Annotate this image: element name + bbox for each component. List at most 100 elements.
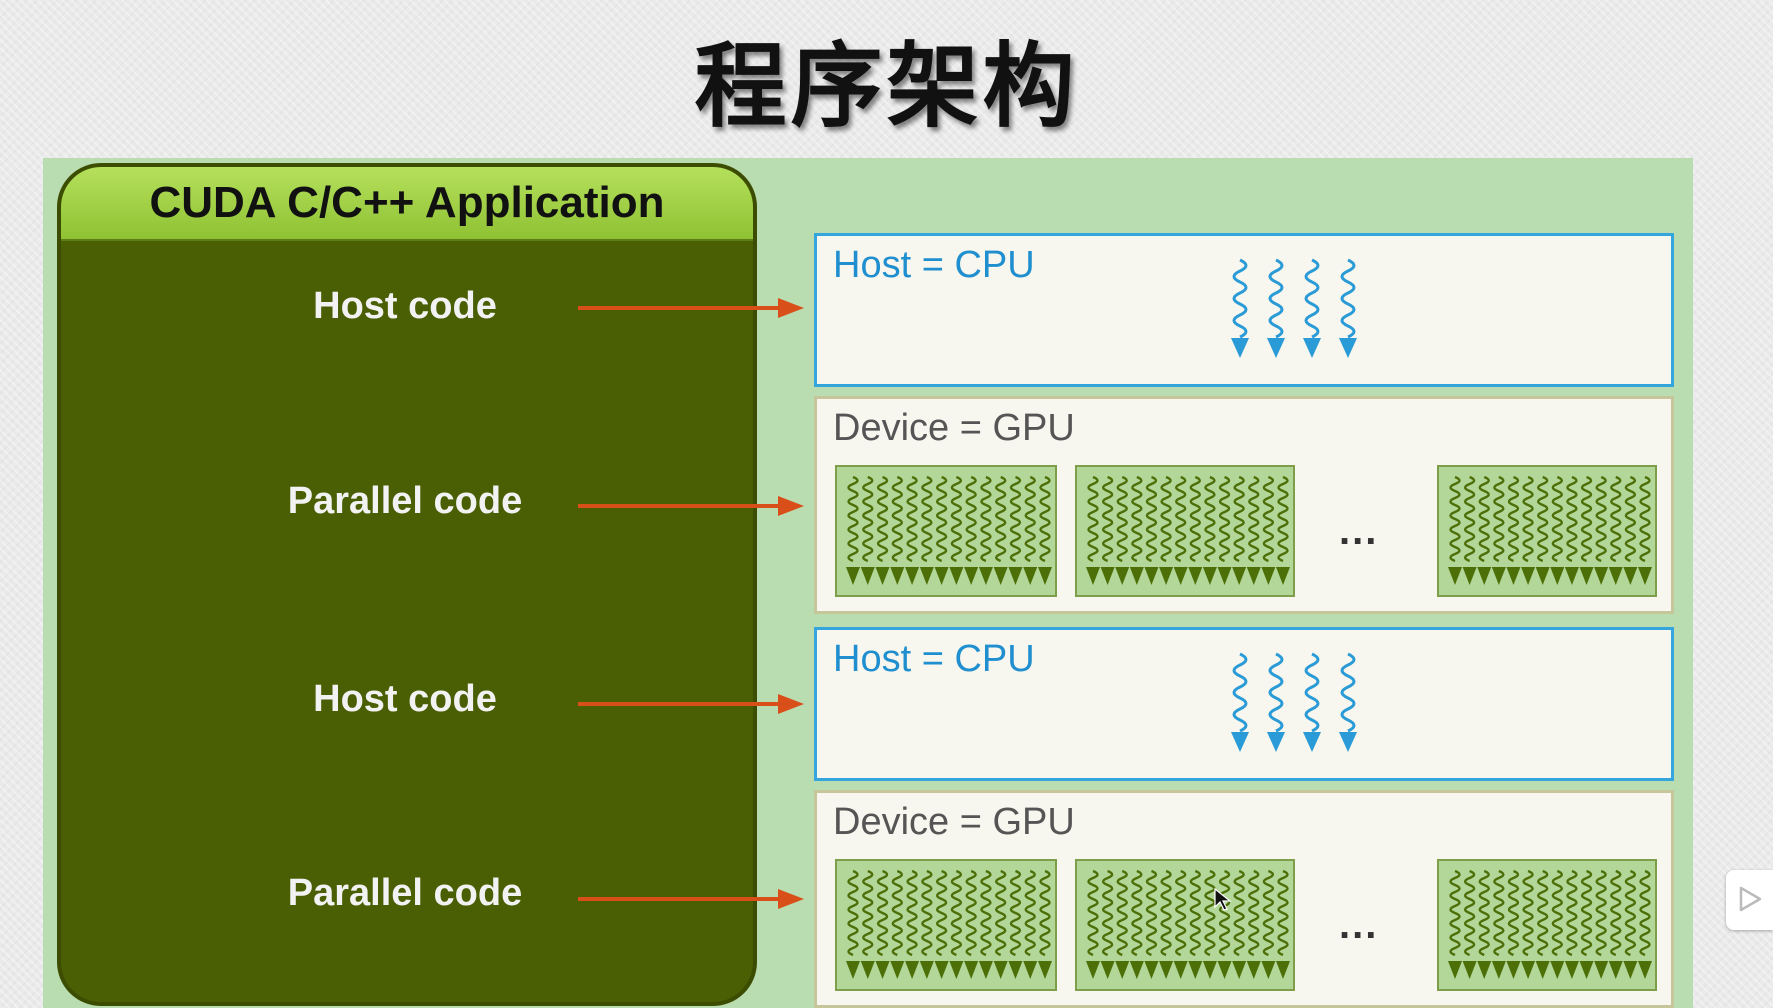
cpu-threads-icon (1231, 652, 1357, 752)
gpu-thread-squiggle (1218, 475, 1231, 563)
parallel-code-label: Parallel code (287, 480, 523, 522)
gpu-thread-arrowhead (1638, 567, 1652, 585)
gpu-thread-arrowhead (1008, 961, 1023, 979)
gpu-thread-squiggle (1580, 869, 1593, 957)
gpu-thread-squiggle (1493, 475, 1505, 563)
gpu-thread-arrowhead (1129, 567, 1144, 585)
gpu-thread-arrowhead (1638, 961, 1652, 979)
gpu-thread-arrowhead (1521, 567, 1536, 585)
more-blocks-ellipsis: ... (1339, 903, 1379, 947)
gpu-thread-squiggle (1449, 869, 1461, 957)
host-code-label: Host code (313, 678, 497, 720)
thread-squiggle (1340, 258, 1356, 339)
gpu-thread-squiggle (1463, 869, 1476, 957)
gpu-thread-block-icon (1437, 465, 1657, 597)
gpu-thread-squiggle (1595, 475, 1607, 563)
gpu-thread-arrowhead (1217, 567, 1232, 585)
gpu-thread-squiggle (1218, 869, 1231, 957)
gpu-thread-arrowhead (1023, 567, 1038, 585)
gpu-thread-squiggle (1566, 869, 1578, 957)
gpu-thread-squiggle (1551, 475, 1563, 563)
gpu-thread-arrowhead (1115, 567, 1130, 585)
gpu-thread-arrowhead (875, 961, 890, 979)
gpu-thread-squiggle (1039, 475, 1051, 563)
gpu-thread-squiggle (1233, 475, 1245, 563)
gpu-thread-arrowhead (1477, 961, 1492, 979)
gpu-thread-arrowhead (1276, 567, 1290, 585)
gpu-thread-arrowhead (1608, 567, 1623, 585)
gpu-thread-arrowhead (1023, 961, 1038, 979)
gpu-thread-arrowhead (1535, 961, 1550, 979)
slide-title: 程序架构 (694, 33, 1079, 140)
gpu-thread-arrowhead (949, 567, 964, 585)
gpu-thread-arrowhead (1159, 961, 1174, 979)
gpu-thread-squiggle (921, 869, 933, 957)
gpu-thread-squiggle (935, 869, 948, 957)
gpu-thread-arrowhead (934, 961, 949, 979)
gpu-thread-squiggle (862, 869, 874, 957)
gpu-thread-arrowhead (1246, 961, 1261, 979)
gpu-thread-arrowhead (1623, 961, 1638, 979)
gpu-thread-arrowhead (978, 961, 993, 979)
play-button[interactable] (1726, 870, 1773, 930)
gpu-thread-squiggle (1277, 869, 1289, 957)
device-gpu-box: Device = GPU ... (814, 396, 1674, 614)
gpu-thread-arrowhead (1506, 961, 1521, 979)
gpu-thread-arrowhead (1261, 567, 1276, 585)
gpu-thread-arrowhead (1188, 961, 1203, 979)
thread-squiggle (1268, 258, 1284, 339)
gpu-thread-squiggle (1189, 869, 1201, 957)
gpu-thread-squiggle (995, 475, 1007, 563)
gpu-thread-squiggle (1204, 475, 1216, 563)
thread-squiggle (1232, 652, 1248, 733)
gpu-thread-squiggle (1131, 475, 1143, 563)
gpu-thread-arrowhead (1144, 567, 1159, 585)
gpu-thread-squiggle (1024, 869, 1036, 957)
gpu-thread-squiggle (906, 475, 918, 563)
gpu-thread-arrowhead (993, 961, 1008, 979)
gpu-thread-squiggle (1478, 475, 1490, 563)
thread-arrowhead (1267, 338, 1285, 358)
gpu-thread-arrowhead (1477, 567, 1492, 585)
gpu-thread-arrowhead (1202, 961, 1217, 979)
arrow-icon (578, 496, 804, 516)
gpu-thread-arrowhead (890, 567, 905, 585)
gpu-thread-squiggle (1639, 869, 1651, 957)
gpu-thread-squiggle (1101, 869, 1114, 957)
gpu-thread-arrowhead (846, 961, 860, 979)
gpu-thread-squiggle (965, 869, 977, 957)
gpu-thread-squiggle (950, 475, 963, 563)
gpu-thread-arrowhead (964, 567, 979, 585)
gpu-thread-arrowhead (1217, 961, 1232, 979)
gpu-thread-squiggle (1478, 869, 1490, 957)
arrow-icon (578, 694, 804, 714)
thread-arrowhead (1231, 732, 1249, 752)
gpu-thread-squiggle (1009, 869, 1022, 957)
gpu-thread-squiggle (1522, 475, 1534, 563)
gpu-thread-arrowhead (1173, 961, 1188, 979)
gpu-thread-squiggle (1595, 869, 1607, 957)
gpu-thread-arrowhead (919, 961, 934, 979)
gpu-thread-arrowhead (1521, 961, 1536, 979)
thread-squiggle (1340, 652, 1356, 733)
cursor-icon (1214, 888, 1232, 911)
gpu-thread-squiggle (1507, 869, 1520, 957)
gpu-thread-arrowhead (1608, 961, 1623, 979)
gpu-thread-squiggle (980, 475, 992, 563)
gpu-thread-squiggle (1522, 869, 1534, 957)
gpu-thread-squiggle (1537, 475, 1549, 563)
gpu-thread-squiggle (906, 869, 918, 957)
gpu-thread-arrowhead (1550, 961, 1565, 979)
gpu-thread-arrowhead (1623, 567, 1638, 585)
gpu-thread-arrowhead (1462, 567, 1477, 585)
gpu-thread-arrowhead (860, 961, 875, 979)
gpu-thread-squiggle (1580, 475, 1593, 563)
gpu-thread-squiggle (1507, 475, 1520, 563)
gpu-thread-squiggle (1624, 475, 1637, 563)
parallel-code-label: Parallel code (287, 872, 523, 914)
gpu-thread-arrowhead (919, 567, 934, 585)
gpu-thread-squiggle (1024, 475, 1036, 563)
thread-squiggle (1304, 652, 1320, 733)
gpu-thread-arrowhead (1550, 567, 1565, 585)
gpu-thread-squiggle (1175, 869, 1187, 957)
